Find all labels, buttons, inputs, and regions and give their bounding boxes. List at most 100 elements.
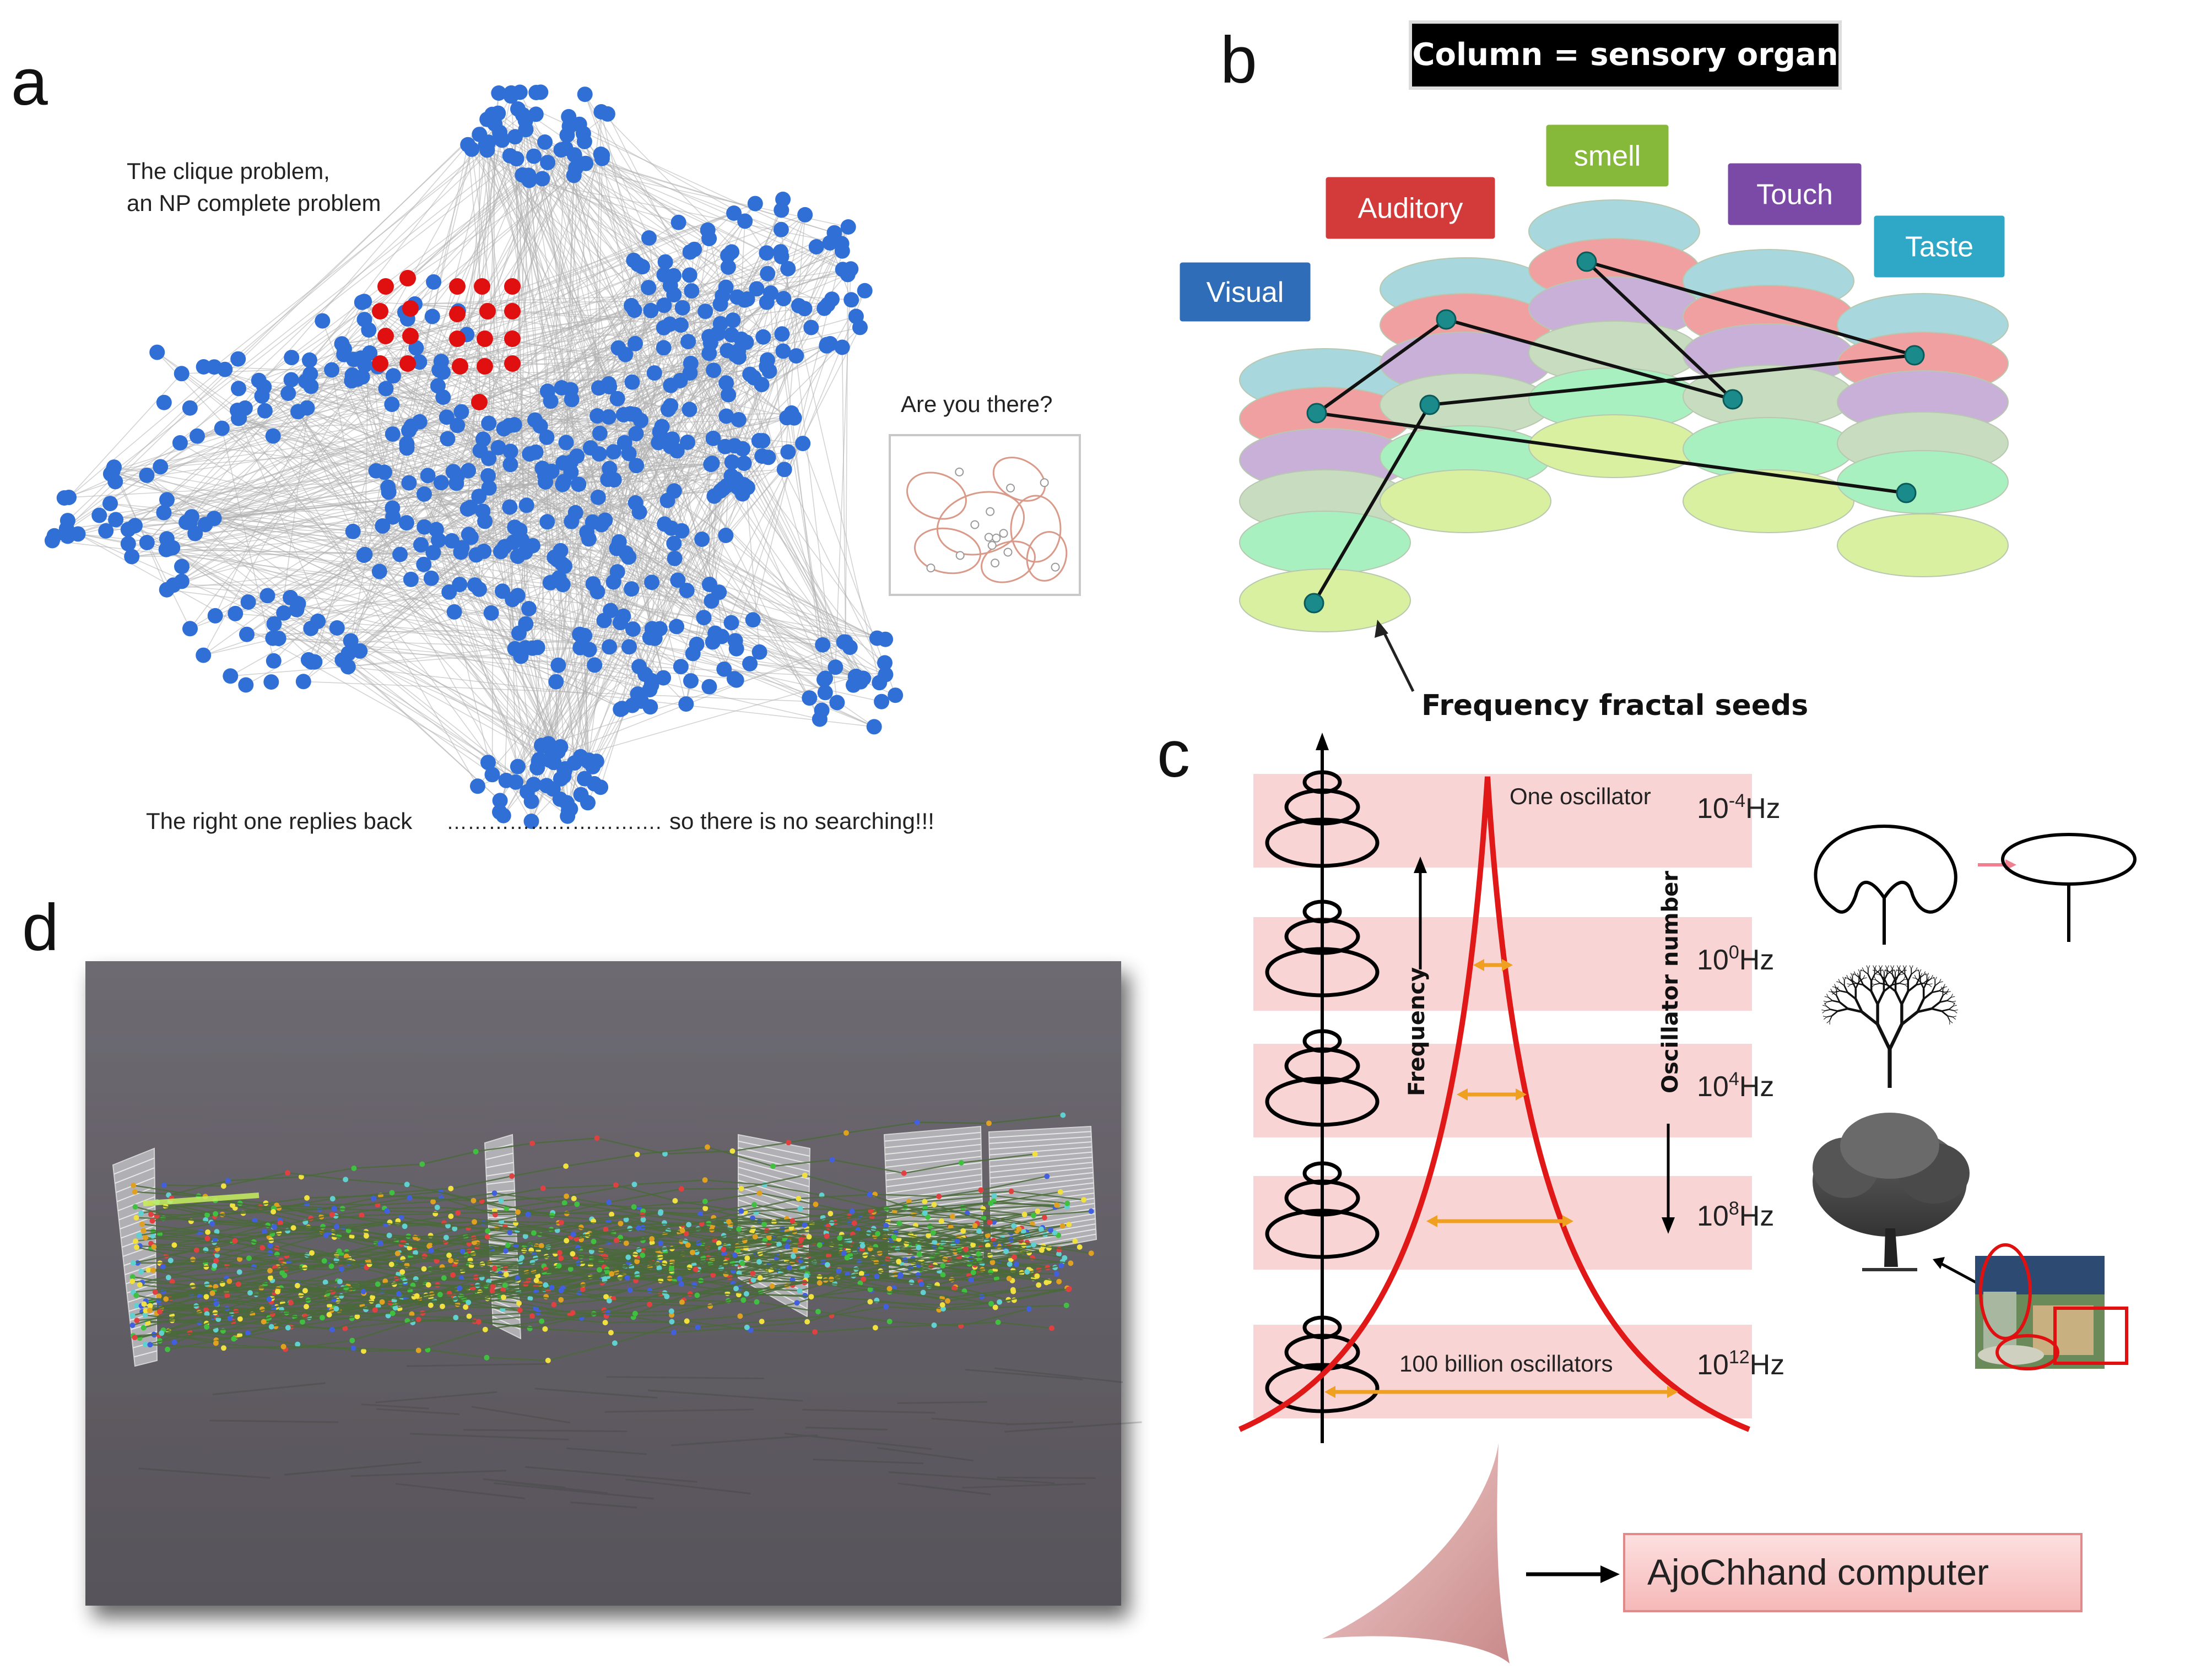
neuron-node [209, 1290, 215, 1296]
tree-branch [1824, 1002, 1827, 1006]
neuron-node [531, 1230, 537, 1236]
tree-branch [1900, 990, 1910, 1005]
tree-branch [1895, 974, 1900, 982]
neuron-node [515, 1209, 521, 1215]
seed-connection [1585, 260, 1734, 401]
network-node [808, 239, 824, 254]
sense-label-text: Taste [1905, 231, 1973, 263]
frequency-label: 1012Hz [1697, 1347, 1784, 1381]
network-node [702, 335, 718, 351]
network-node [284, 350, 300, 366]
neuron-node [808, 1294, 814, 1300]
network-node [385, 368, 401, 384]
neuron-node [370, 1294, 376, 1300]
tree-branch [1946, 988, 1949, 993]
neuron-node [133, 1238, 138, 1244]
tree-branch [1860, 969, 1864, 972]
network-node [670, 572, 686, 588]
network-node [674, 523, 690, 539]
tree-branch [1939, 987, 1944, 991]
network-edge [166, 589, 520, 634]
clique-node [372, 355, 388, 372]
network-node [618, 346, 634, 362]
network-edge [239, 418, 507, 781]
network-node [526, 777, 542, 793]
neuron-node [1044, 1173, 1050, 1179]
neuron-node [398, 1215, 404, 1220]
neuron-node [824, 1262, 830, 1268]
network-edge [488, 458, 857, 677]
neuron-node [625, 1254, 631, 1260]
network-node [776, 291, 792, 307]
network-node [601, 376, 616, 392]
tree-branch [1836, 981, 1841, 983]
network-node [506, 534, 521, 550]
tree-branch [1851, 983, 1857, 985]
network-edge [305, 381, 823, 646]
inset-ellipses [906, 457, 1068, 583]
neuron-node [147, 1303, 153, 1309]
neuron-node [165, 1346, 171, 1352]
tree-branch [1939, 990, 1945, 993]
network-node [543, 393, 559, 409]
reflection-strand [483, 1478, 566, 1489]
network-node [723, 327, 739, 343]
network-node [230, 403, 245, 418]
tree-branch [1899, 979, 1904, 984]
network-edge [134, 525, 532, 802]
network-node [401, 475, 417, 491]
neuron-node [1048, 1227, 1053, 1233]
network-node [626, 252, 642, 268]
network-node [392, 546, 408, 562]
sense-label-text: Visual [1207, 277, 1284, 308]
neuron-node [448, 1185, 454, 1191]
neuron-node [988, 1200, 994, 1206]
sense-label-text: smell [1574, 140, 1641, 172]
neuron-node [1088, 1250, 1094, 1256]
network-node [108, 512, 124, 528]
network-node [824, 291, 840, 307]
network-node [803, 319, 819, 335]
neuron-node [430, 1199, 436, 1205]
neuron-node [322, 1279, 328, 1285]
network-node [763, 285, 778, 301]
neuron-node [267, 1267, 273, 1273]
network-node [706, 362, 722, 378]
network-node [609, 564, 625, 580]
neuron-node [989, 1259, 996, 1265]
reflection-strand [350, 1470, 506, 1477]
network-node [559, 795, 575, 811]
neuron-node [141, 1301, 147, 1307]
network-edge [191, 251, 781, 517]
tree-branch [1892, 965, 1895, 969]
network-node [686, 241, 702, 257]
network-edge [587, 287, 649, 762]
tree-branch [1879, 974, 1885, 979]
network-edge [288, 393, 532, 822]
neuron-node [475, 1319, 482, 1325]
network-node [716, 661, 732, 677]
network-node [534, 171, 550, 187]
tree-branch [1896, 965, 1899, 969]
neuron-node [751, 1202, 758, 1208]
network-node [239, 626, 255, 642]
neuron-node [1024, 1269, 1030, 1275]
tree-branch [1847, 983, 1851, 985]
reflection-strand [671, 1434, 818, 1446]
tree-branch [1874, 967, 1877, 971]
tree-branch [1904, 984, 1908, 988]
neuron-node [267, 1275, 273, 1281]
neuron-node [1006, 1276, 1012, 1282]
np-complete-text: an NP complete problem [127, 190, 381, 216]
neuron-node [323, 1232, 329, 1238]
neuron-node [750, 1277, 756, 1283]
neuron-node [602, 1320, 608, 1326]
sense-label-box [1178, 261, 1312, 323]
neuron-node [1012, 1254, 1017, 1260]
reflection-strand [877, 1447, 973, 1462]
tree-branch [1898, 970, 1903, 975]
width-arrow-head [1426, 1215, 1437, 1227]
neuron-node [167, 1258, 174, 1264]
network-node [679, 583, 695, 598]
network-node [510, 101, 526, 117]
